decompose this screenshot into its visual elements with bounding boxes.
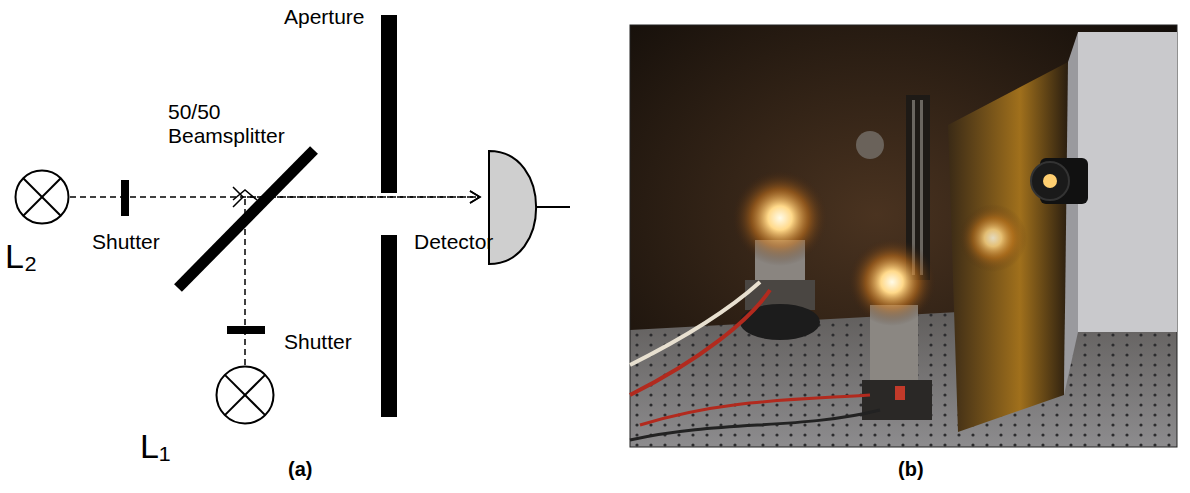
beamsplitter [178,150,314,288]
detector-wire [536,206,570,208]
lamp-cross [23,178,60,215]
photo [895,386,905,400]
panel-letter: (b) [898,458,924,481]
lamp-node: L₁ [215,365,275,425]
photo [630,25,1177,447]
part-label: Aperture [284,5,365,29]
part-label: Shutter [92,230,160,254]
photo [1078,32,1177,332]
detector-outline [489,151,536,264]
photo [959,204,1027,272]
detector-label: Detector [414,230,493,254]
aperture-bars [381,15,397,417]
lamp-symbol [215,365,275,425]
photo [732,170,828,266]
part-label: 50/50 Beamsplitter [168,100,308,148]
photo [630,410,880,440]
shutter-symbol [121,180,129,216]
photo [630,290,770,395]
lamp-cross [225,375,265,415]
panel-letter: (a) [288,458,312,481]
lamp-label: L₁ [140,427,170,466]
lamp-node: L₂ [14,169,70,225]
lamp-label: L₂ [5,237,37,276]
shutter-symbol [227,326,265,334]
lamp-cross [225,375,265,415]
photo [1043,174,1057,188]
lamp-outline [217,367,274,424]
photo [630,25,1177,447]
photo [1031,162,1069,200]
photo [640,395,870,425]
lamp-outline [16,171,69,224]
photo [848,238,936,326]
photo [862,380,932,420]
photo [630,25,1177,447]
aperture-bars [381,15,397,193]
detector-node: Detector [488,150,538,265]
aperture-bars [381,235,397,417]
photo [856,131,884,159]
lamp-symbol [14,169,70,225]
detector-symbol [488,150,538,265]
photo [948,62,1068,432]
light-beam [245,197,480,365]
photo [1064,32,1078,395]
part-label: Shutter [284,330,352,354]
lamp-cross [23,178,60,215]
